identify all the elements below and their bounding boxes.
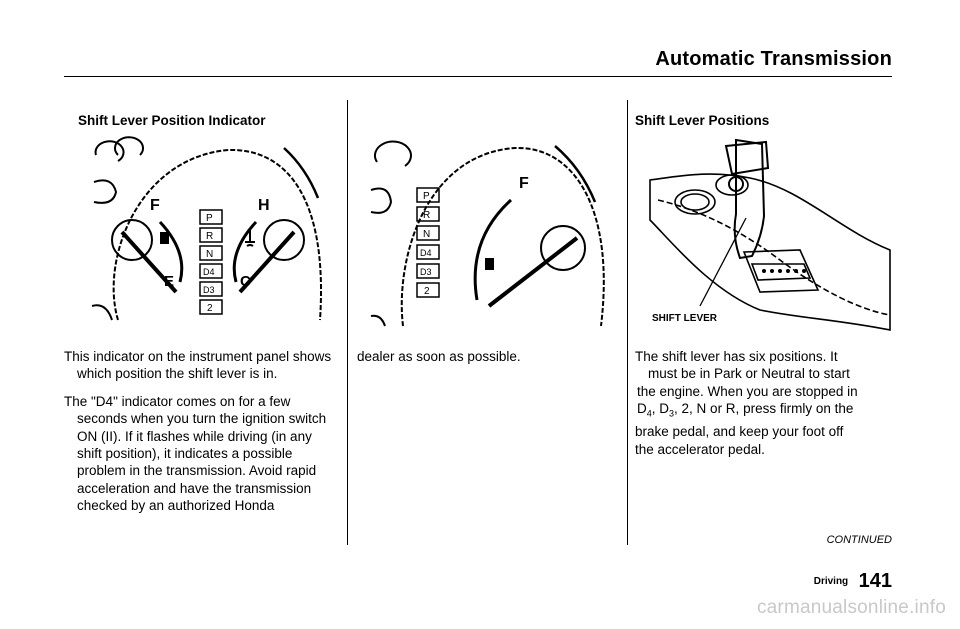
gear-d: D	[637, 401, 647, 417]
left-paragraph: This indicator on the instrument panel s…	[64, 349, 332, 382]
indicator-2: 2	[424, 286, 430, 297]
cup-holder	[680, 193, 710, 211]
page-footer: Driving 141	[814, 570, 892, 593]
fuel-full-label: F	[150, 197, 160, 214]
shift-lever-callout: SHIFT LEVER	[652, 313, 718, 324]
line-rest: , 2, N or R, press firmly on the	[674, 401, 854, 417]
console-outline	[649, 173, 891, 331]
column-divider	[347, 100, 348, 545]
fuel-pump-icon	[160, 232, 169, 244]
gate-plate	[742, 249, 820, 293]
indicator-d4: D4	[420, 248, 432, 258]
footer-section: Driving	[813, 576, 849, 587]
cup-holder	[674, 189, 716, 215]
gauge-bezel-left	[93, 179, 118, 204]
indicator-p: P	[206, 213, 213, 224]
fuel-empty-label: E	[164, 273, 174, 290]
page-title: Automatic Transmission	[655, 48, 892, 70]
gear-subscript: 3	[669, 408, 675, 419]
fuel-needle	[487, 236, 579, 308]
fuel-full-label: F	[519, 175, 529, 192]
gate-slot	[750, 263, 812, 281]
title-rule	[64, 76, 892, 77]
right-paragraph-line: must be in Park or Neutral to start	[648, 366, 850, 382]
watermark: carmanualsonline.info	[756, 597, 946, 618]
gauge-top-accent	[554, 145, 597, 203]
gauge-dial-arc	[112, 148, 322, 321]
column-divider	[627, 100, 628, 545]
gauge-bezel-top-left	[94, 140, 125, 162]
console-edge	[657, 199, 891, 316]
gear-subscript: 4	[646, 408, 652, 419]
indicator-2: 2	[207, 303, 213, 314]
instrument-gauge-illustration: F E H C P R N D4 D3 2	[91, 136, 322, 321]
shift-lever-knob	[724, 140, 770, 176]
gauge-bezel-top-left	[374, 140, 412, 167]
indicator-d3: D3	[420, 267, 432, 277]
gauge-bezel-top-left	[114, 136, 144, 156]
gauge-bezel-bottom-left	[91, 304, 113, 321]
indicator-stack: P R N D4 D3 2	[416, 187, 440, 298]
indicator-r: R	[423, 210, 430, 221]
indicator-d3: D3	[203, 285, 215, 295]
temp-pivot	[263, 219, 305, 261]
shift-lever-body	[733, 138, 766, 260]
instrument-gauge-detail-illustration: F P R N D4 D3 2	[370, 140, 605, 327]
gear-d: , D	[651, 401, 670, 417]
temp-scale-arc	[232, 220, 258, 283]
gauge-top-accent	[283, 147, 320, 199]
shift-lever-illustration	[649, 138, 891, 331]
fuel-scale-arc	[158, 220, 184, 283]
right-paragraph-line: the accelerator pedal.	[635, 441, 765, 457]
middle-paragraph: dealer as soon as possible.	[357, 349, 521, 364]
gauge-bezel-left	[370, 187, 393, 214]
indicator-d4: D4	[203, 267, 215, 277]
gauge-dial-arc	[400, 146, 605, 327]
left-body: This indicator on the instrument panel s…	[64, 348, 336, 525]
indicator-n: N	[206, 249, 213, 260]
right-paragraph-line: The shift lever has six positions. It	[635, 349, 838, 364]
page-number: 141	[858, 570, 892, 592]
temp-hot-label: H	[258, 197, 270, 214]
right-paragraph: The shift lever has six positions. It mu…	[635, 348, 897, 458]
fuel-pivot	[540, 225, 586, 271]
gauge-bezel-bottom-left	[370, 314, 386, 327]
right-heading: Shift Lever Positions	[635, 113, 770, 128]
shift-lever-button	[728, 176, 744, 192]
right-paragraph-line: brake pedal, and keep your foot off	[635, 424, 844, 440]
coolant-temp-icon	[245, 228, 255, 247]
indicator-n: N	[423, 229, 430, 240]
indicator-r: R	[206, 231, 213, 242]
continued-label: CONTINUED	[826, 534, 892, 546]
temp-needle	[238, 230, 296, 294]
shift-lever-callout-line	[699, 217, 747, 307]
fuel-pivot	[111, 219, 153, 261]
fuel-needle	[120, 230, 178, 294]
indicator-stack: P R N D4 D3 2	[199, 209, 223, 315]
fuel-pump-icon	[485, 258, 494, 270]
right-paragraph-line: D4, D3, 2, N or R, press firmly on the	[635, 400, 897, 423]
left-heading: Shift Lever Position Indicator	[78, 113, 266, 128]
right-paragraph-line: the engine. When you are stopped in	[637, 383, 858, 399]
indicator-p: P	[423, 191, 430, 202]
left-paragraph: The "D4" indicator comes on for a few se…	[64, 393, 327, 514]
fuel-scale-arc	[473, 198, 513, 301]
temp-cold-label: C	[240, 273, 251, 290]
